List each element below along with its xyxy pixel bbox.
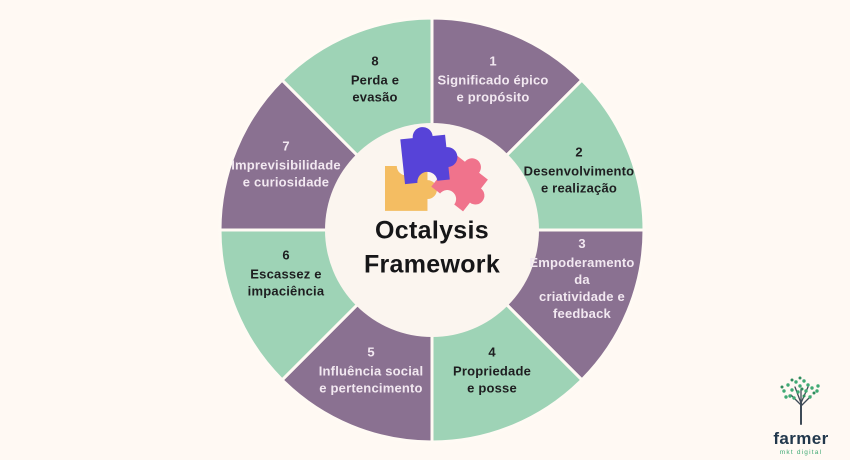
puzzle-piece-purple [400,127,458,185]
logo-tagline: mkt digital [779,449,823,456]
diagram-title: Octalysis Framework [363,216,501,278]
puzzle-pieces-icon [385,127,488,212]
puzzle-piece-yellow [385,166,437,211]
farmer-logo: farmer mkt digital [758,375,844,456]
logo-name: farmer [773,429,829,449]
center-circle [325,123,539,337]
tree-icon [780,376,820,426]
